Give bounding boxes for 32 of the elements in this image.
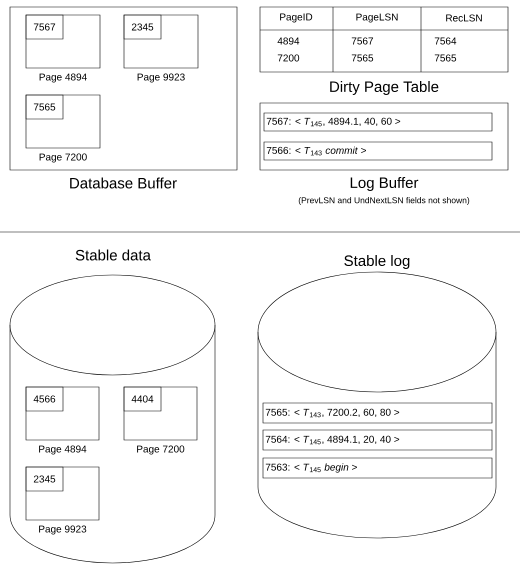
column-header: PageLSN xyxy=(356,13,398,23)
lsn-box: 2345 xyxy=(26,466,64,492)
node-label: Dirty Page Table xyxy=(330,81,438,95)
node-label: Page 4894 xyxy=(39,445,86,455)
node-label: Database Buffer xyxy=(70,177,177,188)
cell-value: 7564 xyxy=(434,37,456,45)
log-record: 7563: < T$_{145}$ begin > xyxy=(262,458,492,478)
node-label: Page 7200 xyxy=(137,445,184,455)
lsn-box: 4566 xyxy=(26,386,64,412)
cell-value: 7565 xyxy=(434,54,456,62)
lsn-box: 2345 xyxy=(124,14,162,40)
cell-value: 7200 xyxy=(278,54,300,62)
lsn-box: 7565 xyxy=(26,94,64,120)
cell-value: 7567 xyxy=(352,37,374,45)
node-label: Stable data xyxy=(76,249,151,260)
cell-value: 7565 xyxy=(352,54,374,62)
log-record: 7567: < T$_{145}$, 4894.1, 40, 60 > xyxy=(264,112,492,132)
lsn-box: 7567 xyxy=(26,14,64,40)
node-label: Page 9923 xyxy=(138,73,185,83)
node-label: Log Buffer xyxy=(350,177,418,191)
column-header: PageID xyxy=(280,14,312,22)
node-label: Page 7200 xyxy=(40,153,87,163)
log-record: 7566: < T$_{143}$ commit > xyxy=(264,142,492,160)
cell-value: 4894 xyxy=(278,37,300,45)
node-label: Stable log xyxy=(344,255,410,269)
node-label: Page 9923 xyxy=(39,525,86,535)
node-label: Page 4894 xyxy=(40,73,87,83)
log-record: 7564: < T$_{145}$, 4894.1, 20, 40 > xyxy=(262,430,492,450)
log-record: 7565: < T$_{143}$, 7200.2, 60, 80 > xyxy=(262,402,492,424)
lsn-box: 4404 xyxy=(124,386,162,412)
column-header: RecLSN xyxy=(446,14,482,22)
note-text: (PrevLSN and UndNextLSN fields not shown) xyxy=(298,197,470,205)
